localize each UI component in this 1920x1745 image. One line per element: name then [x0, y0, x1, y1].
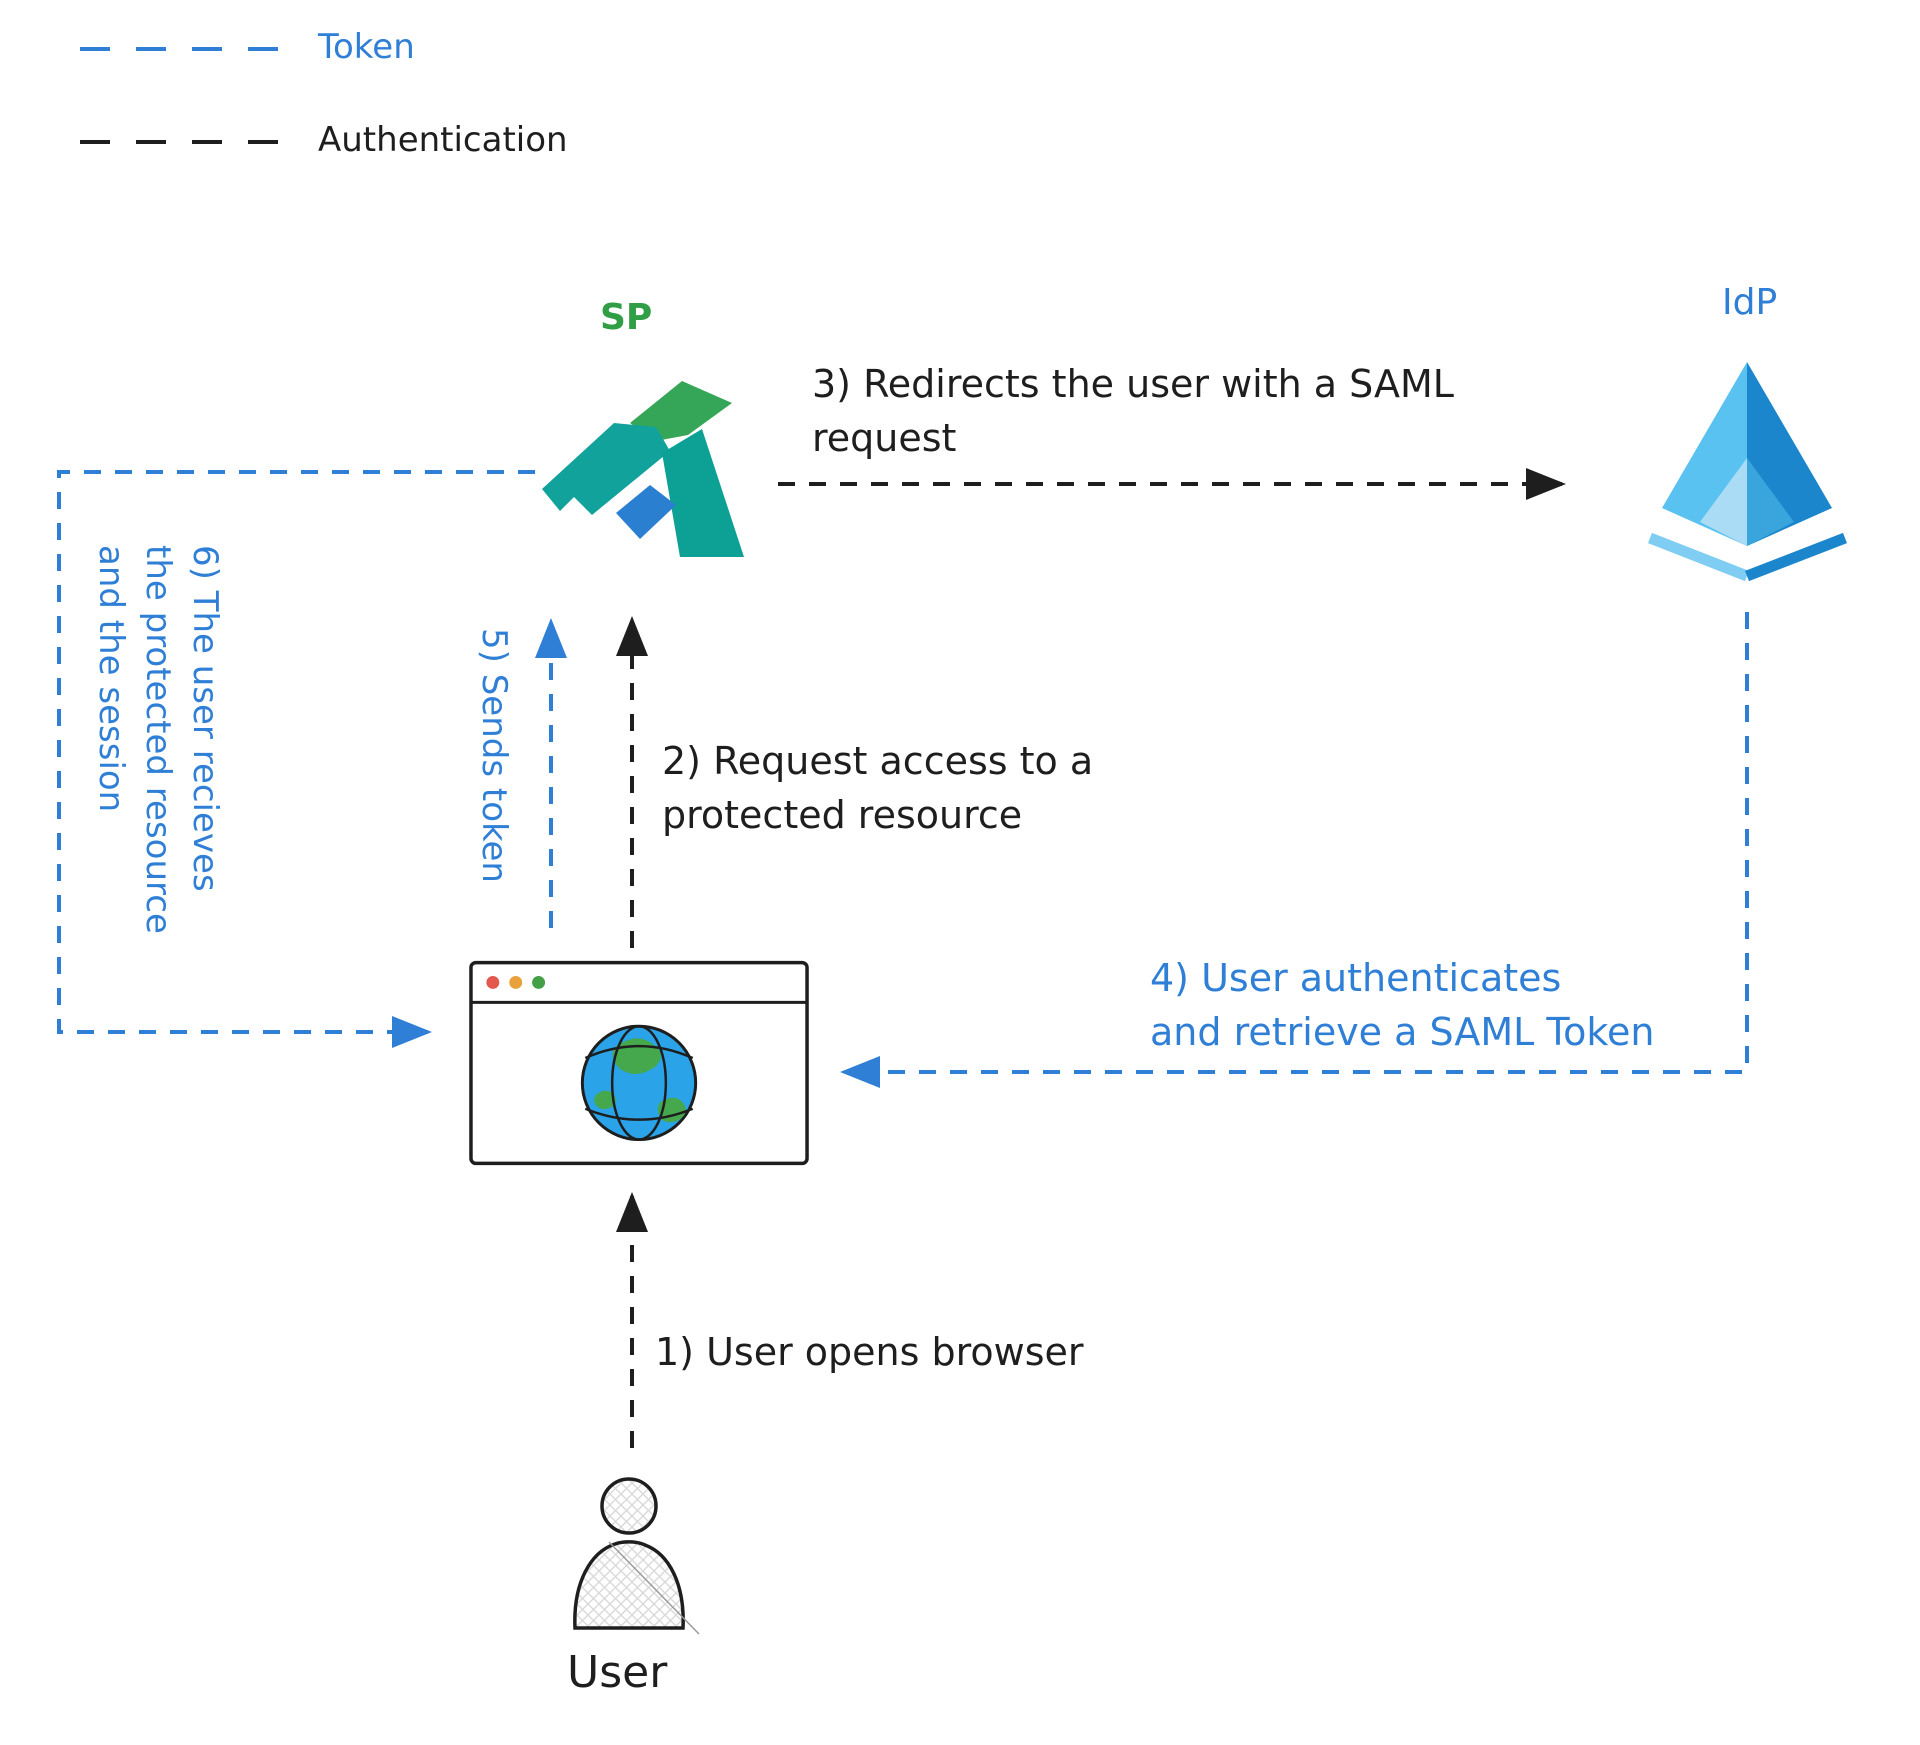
pyramid-base-right-edge — [1745, 532, 1847, 582]
browser-icon — [466, 952, 814, 1174]
browser-minimize-dot-icon — [509, 976, 523, 989]
step4-label: 4) User authenticates and retrieve a SAM… — [1150, 952, 1654, 1060]
user-sketch-stroke — [608, 1541, 700, 1635]
step2-line2: protected resource — [662, 792, 1023, 837]
idp-node-label: IdP — [1722, 282, 1778, 323]
step6-label: 6) The user recieves the protected resou… — [78, 545, 228, 975]
step6-arrow — [57, 470, 535, 1048]
user-head-shape — [600, 1477, 658, 1535]
pyramid-base-left-edge — [1647, 532, 1750, 582]
step3-line2: request — [812, 415, 957, 460]
user-node-label: User — [567, 1647, 668, 1698]
step1-line1: 1) User opens browser — [655, 1330, 1084, 1374]
pyramid-inner-right-face — [1747, 458, 1794, 546]
legend-token-label: Token — [318, 27, 415, 67]
user-body-shape — [573, 1540, 685, 1630]
step4-line1: 4) User authenticates — [1150, 956, 1562, 1000]
step3-label: 3) Redirects the user with a SAML reques… — [812, 358, 1454, 466]
step3-line1: 3) Redirects the user with a SAML — [812, 362, 1454, 406]
globe-icon — [580, 1024, 698, 1142]
kong-snout-shape — [542, 423, 670, 515]
step6-line3: and the session — [91, 545, 132, 813]
step5-line1: 5) Sends token — [473, 628, 514, 883]
step4-arrow — [840, 612, 1749, 1088]
step6-line2: the protected resource — [138, 545, 179, 934]
kong-leg-shape — [662, 429, 744, 557]
idp-pyramid-icon — [1620, 350, 1875, 585]
step1-label: 1) User opens browser — [655, 1326, 1084, 1380]
browser-maximize-dot-icon — [532, 976, 546, 989]
user-icon — [555, 1472, 705, 1644]
step5-label: 5) Sends token — [470, 628, 517, 938]
step2-label: 2) Request access to a protected resourc… — [662, 735, 1093, 843]
browser-close-dot-icon — [486, 976, 500, 989]
step6-line1: 6) The user recieves — [185, 545, 225, 892]
sp-node-label: SP — [600, 297, 653, 338]
kong-head-shape — [630, 381, 732, 441]
legend-authentication-label: Authentication — [318, 120, 568, 160]
step4-line2: and retrieve a SAML Token — [1150, 1009, 1655, 1054]
pyramid-inner-left-face — [1700, 458, 1747, 546]
kong-jaw-shape — [616, 485, 676, 539]
sp-kong-icon — [530, 365, 770, 590]
step2-line1: 2) Request access to a — [662, 739, 1094, 783]
